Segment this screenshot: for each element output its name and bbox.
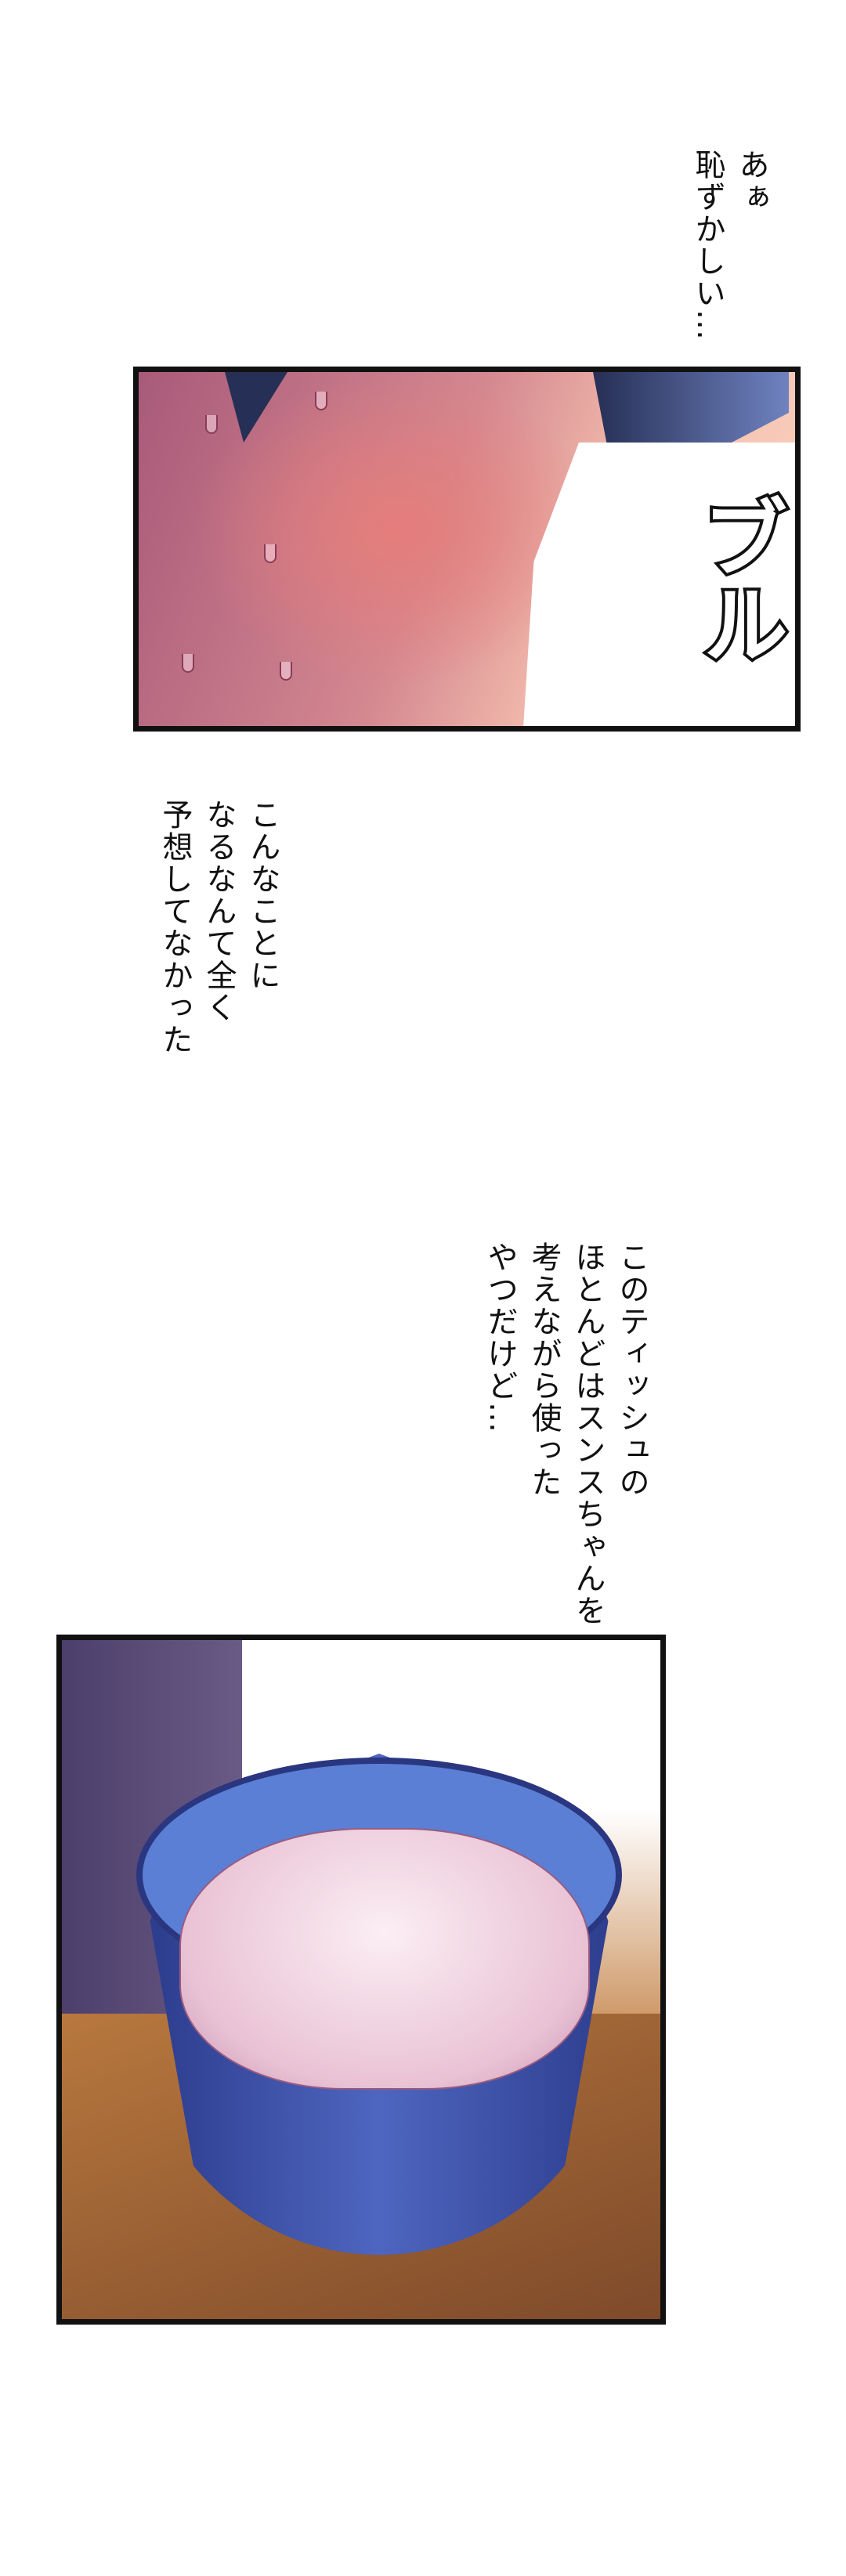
sweat-drop — [315, 392, 327, 410]
panel-blushing-face: ブル — [133, 367, 801, 732]
sweat-drop — [205, 415, 218, 434]
sweat-drop — [182, 654, 194, 673]
caption-embarrassed: あぁ 恥ずかしい… — [690, 149, 769, 341]
hair — [225, 372, 287, 443]
caption-tissue: このティッシュの ほとんどはスンスちゃんを 考えながら使った やつだけど… — [483, 1241, 649, 1627]
panel-trash-bin — [56, 1635, 666, 2325]
crumpled-tissues — [179, 1828, 590, 2090]
sweat-drop — [280, 662, 292, 681]
sfx-shiver: ブル — [684, 490, 790, 669]
sweat-drop — [264, 544, 277, 563]
white-cloth — [522, 443, 795, 726]
caption-unexpected: こんなことに なるなんて全く 予想してなかった — [157, 799, 280, 1056]
